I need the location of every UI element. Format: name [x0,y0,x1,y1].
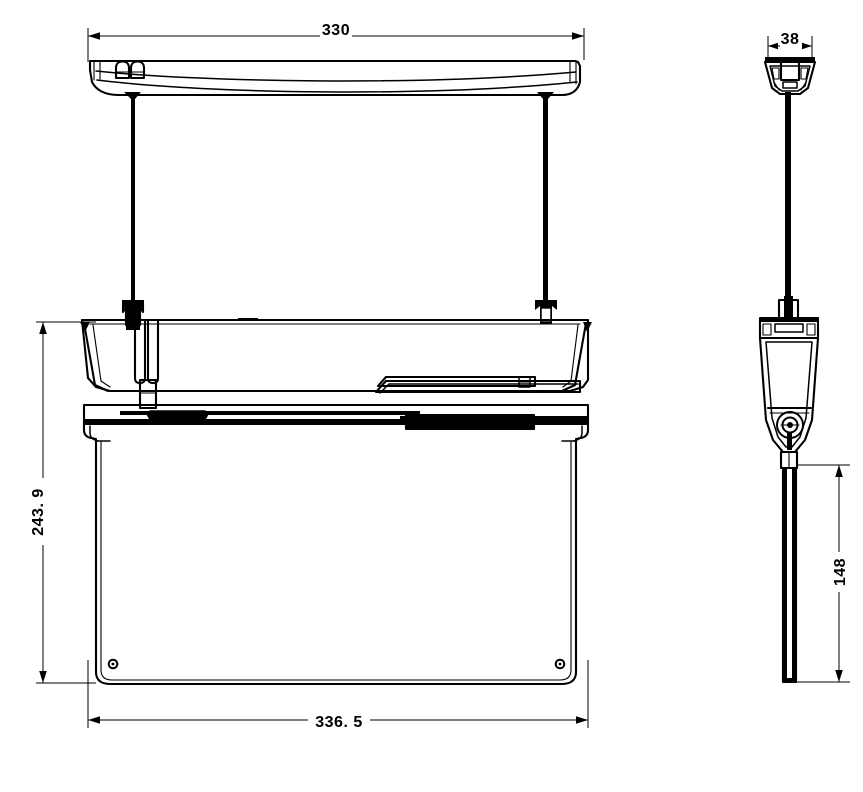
dimension-330-label: 330 [322,22,350,39]
middle-tray [80,318,592,394]
dimension-336-5-label: 336. 5 [315,714,362,731]
side-bracket-body [758,296,820,470]
side-top-cap [763,57,817,300]
dimension-330: 330 [87,22,585,62]
dimension-243-9-label: 243. 9 [30,488,47,535]
support-rod-right [535,92,557,324]
dimension-38-label: 38 [781,31,800,48]
dimension-148-label: 148 [832,558,849,586]
support-rod-left [121,92,145,330]
top-cover [88,59,582,97]
main-body [82,378,590,686]
dimension-148: 148 [796,464,850,683]
twin-latch-tabs [114,60,146,80]
bottom-mounting-holes [107,658,566,670]
front-view: 330 [30,22,592,731]
dimension-336-5: 336. 5 [87,660,589,731]
dimension-243-9: 243. 9 [30,321,96,684]
dimension-38: 38 [767,31,813,58]
side-view: 38 [758,31,850,684]
